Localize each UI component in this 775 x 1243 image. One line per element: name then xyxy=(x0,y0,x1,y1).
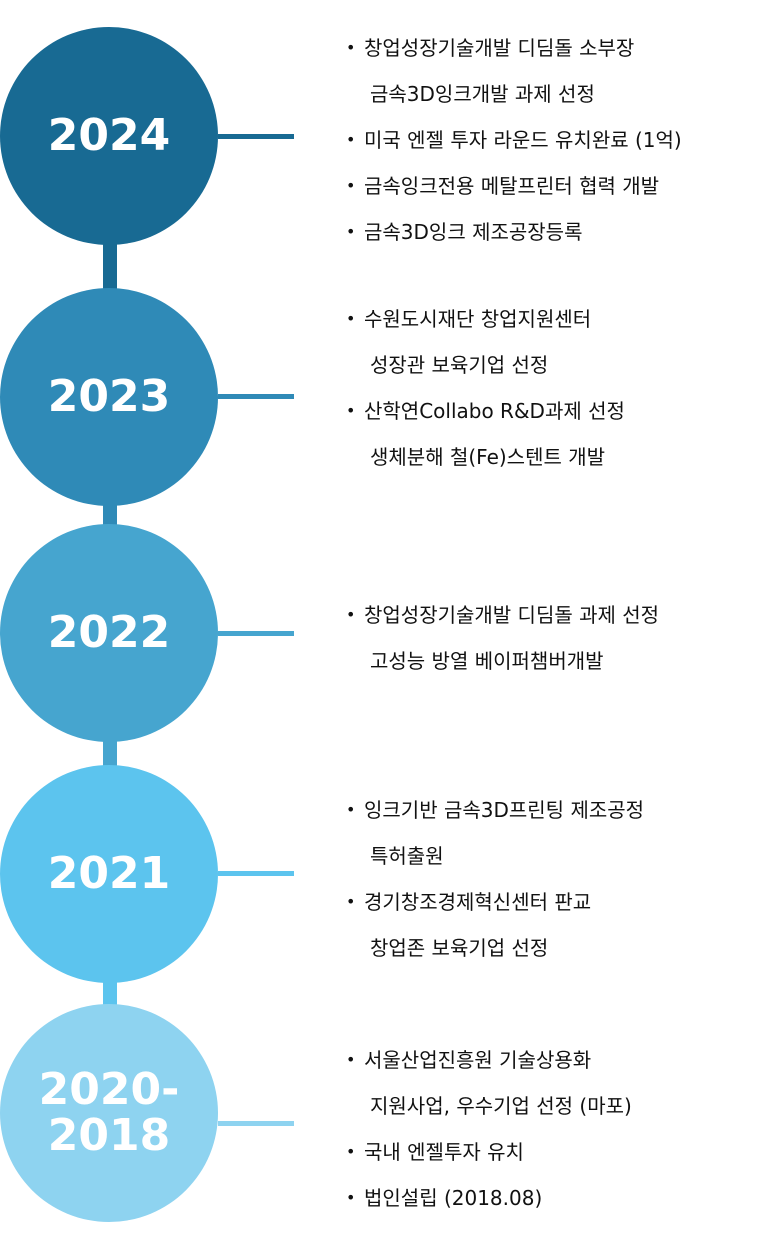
milestone-text: 국내 엔젤투자 유치 xyxy=(364,1140,524,1164)
year-connector-line xyxy=(218,394,294,399)
milestone-text-cont: 특허출원 xyxy=(370,844,444,868)
milestone-item: 창업성장기술개발 디딤돌 과제 선정 고성능 방열 베이퍼챔버개발 xyxy=(342,592,659,684)
milestone-item: 경기창조경제혁신센터 판교 창업존 보육기업 선정 xyxy=(342,879,644,971)
milestone-item: 금속잉크전용 메탈프린터 협력 개발 xyxy=(342,163,682,209)
year-connector-line xyxy=(218,134,294,139)
milestone-text: 창업성장기술개발 디딤돌 소부장 xyxy=(364,36,635,60)
year-label: 2020- xyxy=(38,1063,180,1115)
year-label: 2023 xyxy=(47,370,171,422)
year-connector-line xyxy=(218,631,294,636)
milestone-item: 창업성장기술개발 디딤돌 소부장 금속3D잉크개발 과제 선정 xyxy=(342,25,682,117)
milestone-list-2021: 잉크기반 금속3D프린팅 제조공정 특허출원 경기창조경제혁신센터 판교 창업존… xyxy=(342,787,644,971)
milestone-text: 창업성장기술개발 디딤돌 과제 선정 xyxy=(364,603,660,627)
milestone-list-2023: 수원도시재단 창업지원센터 성장관 보육기업 선정 산학연Collabo R&D… xyxy=(342,296,625,480)
milestone-list-2024: 창업성장기술개발 디딤돌 소부장 금속3D잉크개발 과제 선정 미국 엔젤 투자… xyxy=(342,25,682,255)
year-connector-line xyxy=(218,871,294,876)
milestone-list-2022: 창업성장기술개발 디딤돌 과제 선정 고성능 방열 베이퍼챔버개발 xyxy=(342,592,659,684)
milestone-item: 미국 엔젤 투자 라운드 유치완료 (1억) xyxy=(342,117,682,163)
milestone-text-cont: 지원사업, 우수기업 선정 (마포) xyxy=(370,1094,632,1118)
milestone-text: 금속3D잉크 제조공장등록 xyxy=(364,220,583,244)
year-circle-2020-2018: 2020- 2018 xyxy=(0,1004,218,1222)
milestone-item: 국내 엔젤투자 유치 xyxy=(342,1129,632,1175)
milestone-item: 금속3D잉크 제조공장등록 xyxy=(342,209,682,255)
milestone-text-cont: 생체분해 철(Fe)스텐트 개발 xyxy=(370,445,606,469)
year-circle-2022: 2022 xyxy=(0,524,218,742)
milestone-text: 법인설립 (2018.08) xyxy=(364,1186,543,1210)
milestone-text: 경기창조경제혁신센터 판교 xyxy=(364,890,592,914)
milestone-text-cont: 고성능 방열 베이퍼챔버개발 xyxy=(370,649,604,673)
year-label: 2021 xyxy=(47,847,171,899)
milestone-text-cont: 금속3D잉크개발 과제 선정 xyxy=(370,82,595,106)
milestone-text-cont: 창업존 보육기업 선정 xyxy=(370,936,549,960)
milestone-list-2020-2018: 서울산업진흥원 기술상용화 지원사업, 우수기업 선정 (마포) 국내 엔젤투자… xyxy=(342,1037,632,1221)
milestone-text: 금속잉크전용 메탈프린터 협력 개발 xyxy=(364,174,660,198)
year-label: 2018 xyxy=(47,1110,171,1161)
milestone-text: 미국 엔젤 투자 라운드 유치완료 (1억) xyxy=(364,128,682,152)
milestone-item: 수원도시재단 창업지원센터 성장관 보육기업 선정 xyxy=(342,296,625,388)
year-label-group: 2020- 2018 xyxy=(38,1063,180,1161)
year-circle-2024: 2024 xyxy=(0,27,218,245)
milestone-item: 법인설립 (2018.08) xyxy=(342,1175,632,1221)
milestone-item: 산학연Collabo R&D과제 선정 생체분해 철(Fe)스텐트 개발 xyxy=(342,388,625,480)
milestone-item: 서울산업진흥원 기술상용화 지원사업, 우수기업 선정 (마포) xyxy=(342,1037,632,1129)
milestone-item: 잉크기반 금속3D프린팅 제조공정 특허출원 xyxy=(342,787,644,879)
year-label: 2022 xyxy=(47,606,171,658)
milestone-text: 서울산업진흥원 기술상용화 xyxy=(364,1048,592,1072)
year-connector-line xyxy=(218,1121,294,1126)
connector-2024-2023 xyxy=(103,230,117,305)
year-circle-2023: 2023 xyxy=(0,288,218,506)
milestone-text-cont: 성장관 보육기업 선정 xyxy=(370,353,549,377)
milestone-text: 수원도시재단 창업지원센터 xyxy=(364,307,592,331)
milestone-text: 산학연Collabo R&D과제 선정 xyxy=(364,399,625,423)
year-circle-2021: 2021 xyxy=(0,765,218,983)
year-label: 2024 xyxy=(47,109,171,161)
milestone-text: 잉크기반 금속3D프린팅 제조공정 xyxy=(364,798,645,822)
